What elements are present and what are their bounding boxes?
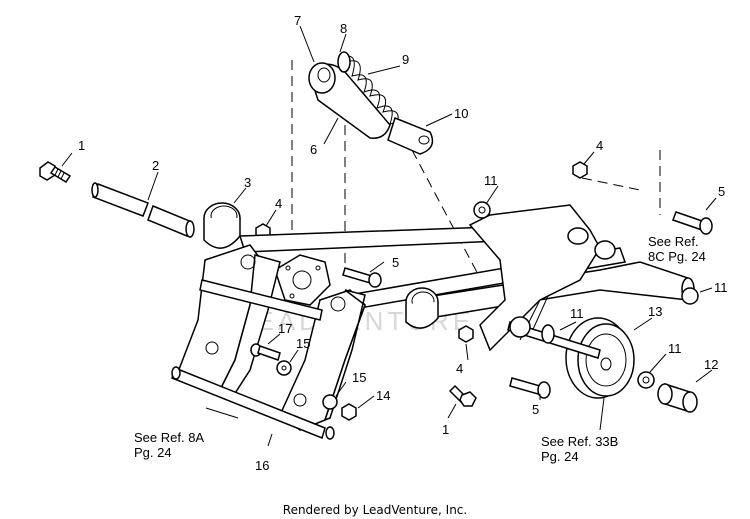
callout-11: 11: [570, 306, 584, 321]
callout-17: 17: [278, 321, 292, 336]
callout-5: 5: [392, 255, 399, 270]
ref-8a-line2: Pg. 24: [134, 445, 172, 460]
alignment-line: [581, 177, 641, 191]
axle: [507, 316, 601, 359]
pin-part-2: [91, 182, 195, 238]
callout-7: 7: [294, 13, 301, 28]
ref-8c-line2: 8C Pg. 24: [648, 249, 706, 264]
bolt-part-1: [39, 161, 72, 184]
ref-8c-line1: See Ref.: [648, 234, 699, 249]
wheel-part-13: [565, 317, 635, 399]
callout-1: 1: [442, 422, 449, 437]
callout-4: 4: [596, 138, 603, 153]
callout-15: 15: [352, 370, 366, 385]
shock-absorber-part-6: [308, 62, 391, 139]
callout-11: 11: [668, 341, 682, 356]
bolt-part-5: [672, 211, 713, 235]
callout-16: 16: [255, 458, 269, 473]
end-cap-part-10: [387, 117, 434, 155]
nut-part-14: [341, 403, 357, 421]
leader-lines: [61, 25, 717, 447]
washer-hole: [281, 365, 287, 371]
bushing-ring: [405, 287, 439, 329]
callout-11: 11: [714, 280, 728, 295]
callout-10: 10: [454, 106, 468, 121]
bushing-part-3: [203, 202, 241, 249]
front-frame-part-16: [171, 244, 366, 440]
ref-33b-line1: See Ref. 33B: [541, 434, 618, 449]
washer-part-11: [473, 201, 491, 219]
callout-11: 11: [484, 173, 498, 188]
callout-4: 4: [456, 361, 463, 376]
callout-15: 15: [296, 336, 310, 351]
callout-12: 12: [704, 357, 718, 372]
callout-6: 6: [310, 142, 317, 157]
ref-8a-line1: See Ref. 8A: [134, 430, 204, 445]
callout-1: 1: [78, 138, 85, 153]
washer-part-11: [637, 371, 655, 389]
rear-bracket: [468, 204, 616, 352]
callout-3: 3: [244, 175, 251, 190]
callout-2: 2: [152, 158, 159, 173]
mount-plate: [274, 254, 331, 306]
footer-credit: Rendered by LeadVenture, Inc.: [283, 503, 467, 517]
callout-4: 4: [275, 196, 282, 211]
bolt-part-1: [448, 384, 477, 407]
spacer-part-12: [657, 382, 698, 414]
washer-part-15: [322, 394, 338, 410]
callout-8: 8: [340, 21, 347, 36]
spring-part-9: [337, 51, 405, 139]
callout-14: 14: [376, 388, 390, 403]
bolt-part-5: [342, 267, 382, 288]
callout-5: 5: [532, 402, 539, 417]
washer-hole: [478, 206, 486, 214]
washer-hole: [642, 376, 650, 384]
bolt-part-17: [250, 343, 281, 361]
washer-part-11: [681, 287, 699, 305]
callout-5: 5: [718, 184, 725, 199]
callout-9: 9: [402, 52, 409, 67]
bolt-part-5: [509, 377, 551, 399]
ref-33b-line2: Pg. 24: [541, 449, 579, 464]
nut-part-4: [458, 325, 474, 343]
nut-part-4: [572, 161, 588, 179]
callout-13: 13: [648, 304, 662, 319]
washer-part-15: [276, 360, 292, 376]
